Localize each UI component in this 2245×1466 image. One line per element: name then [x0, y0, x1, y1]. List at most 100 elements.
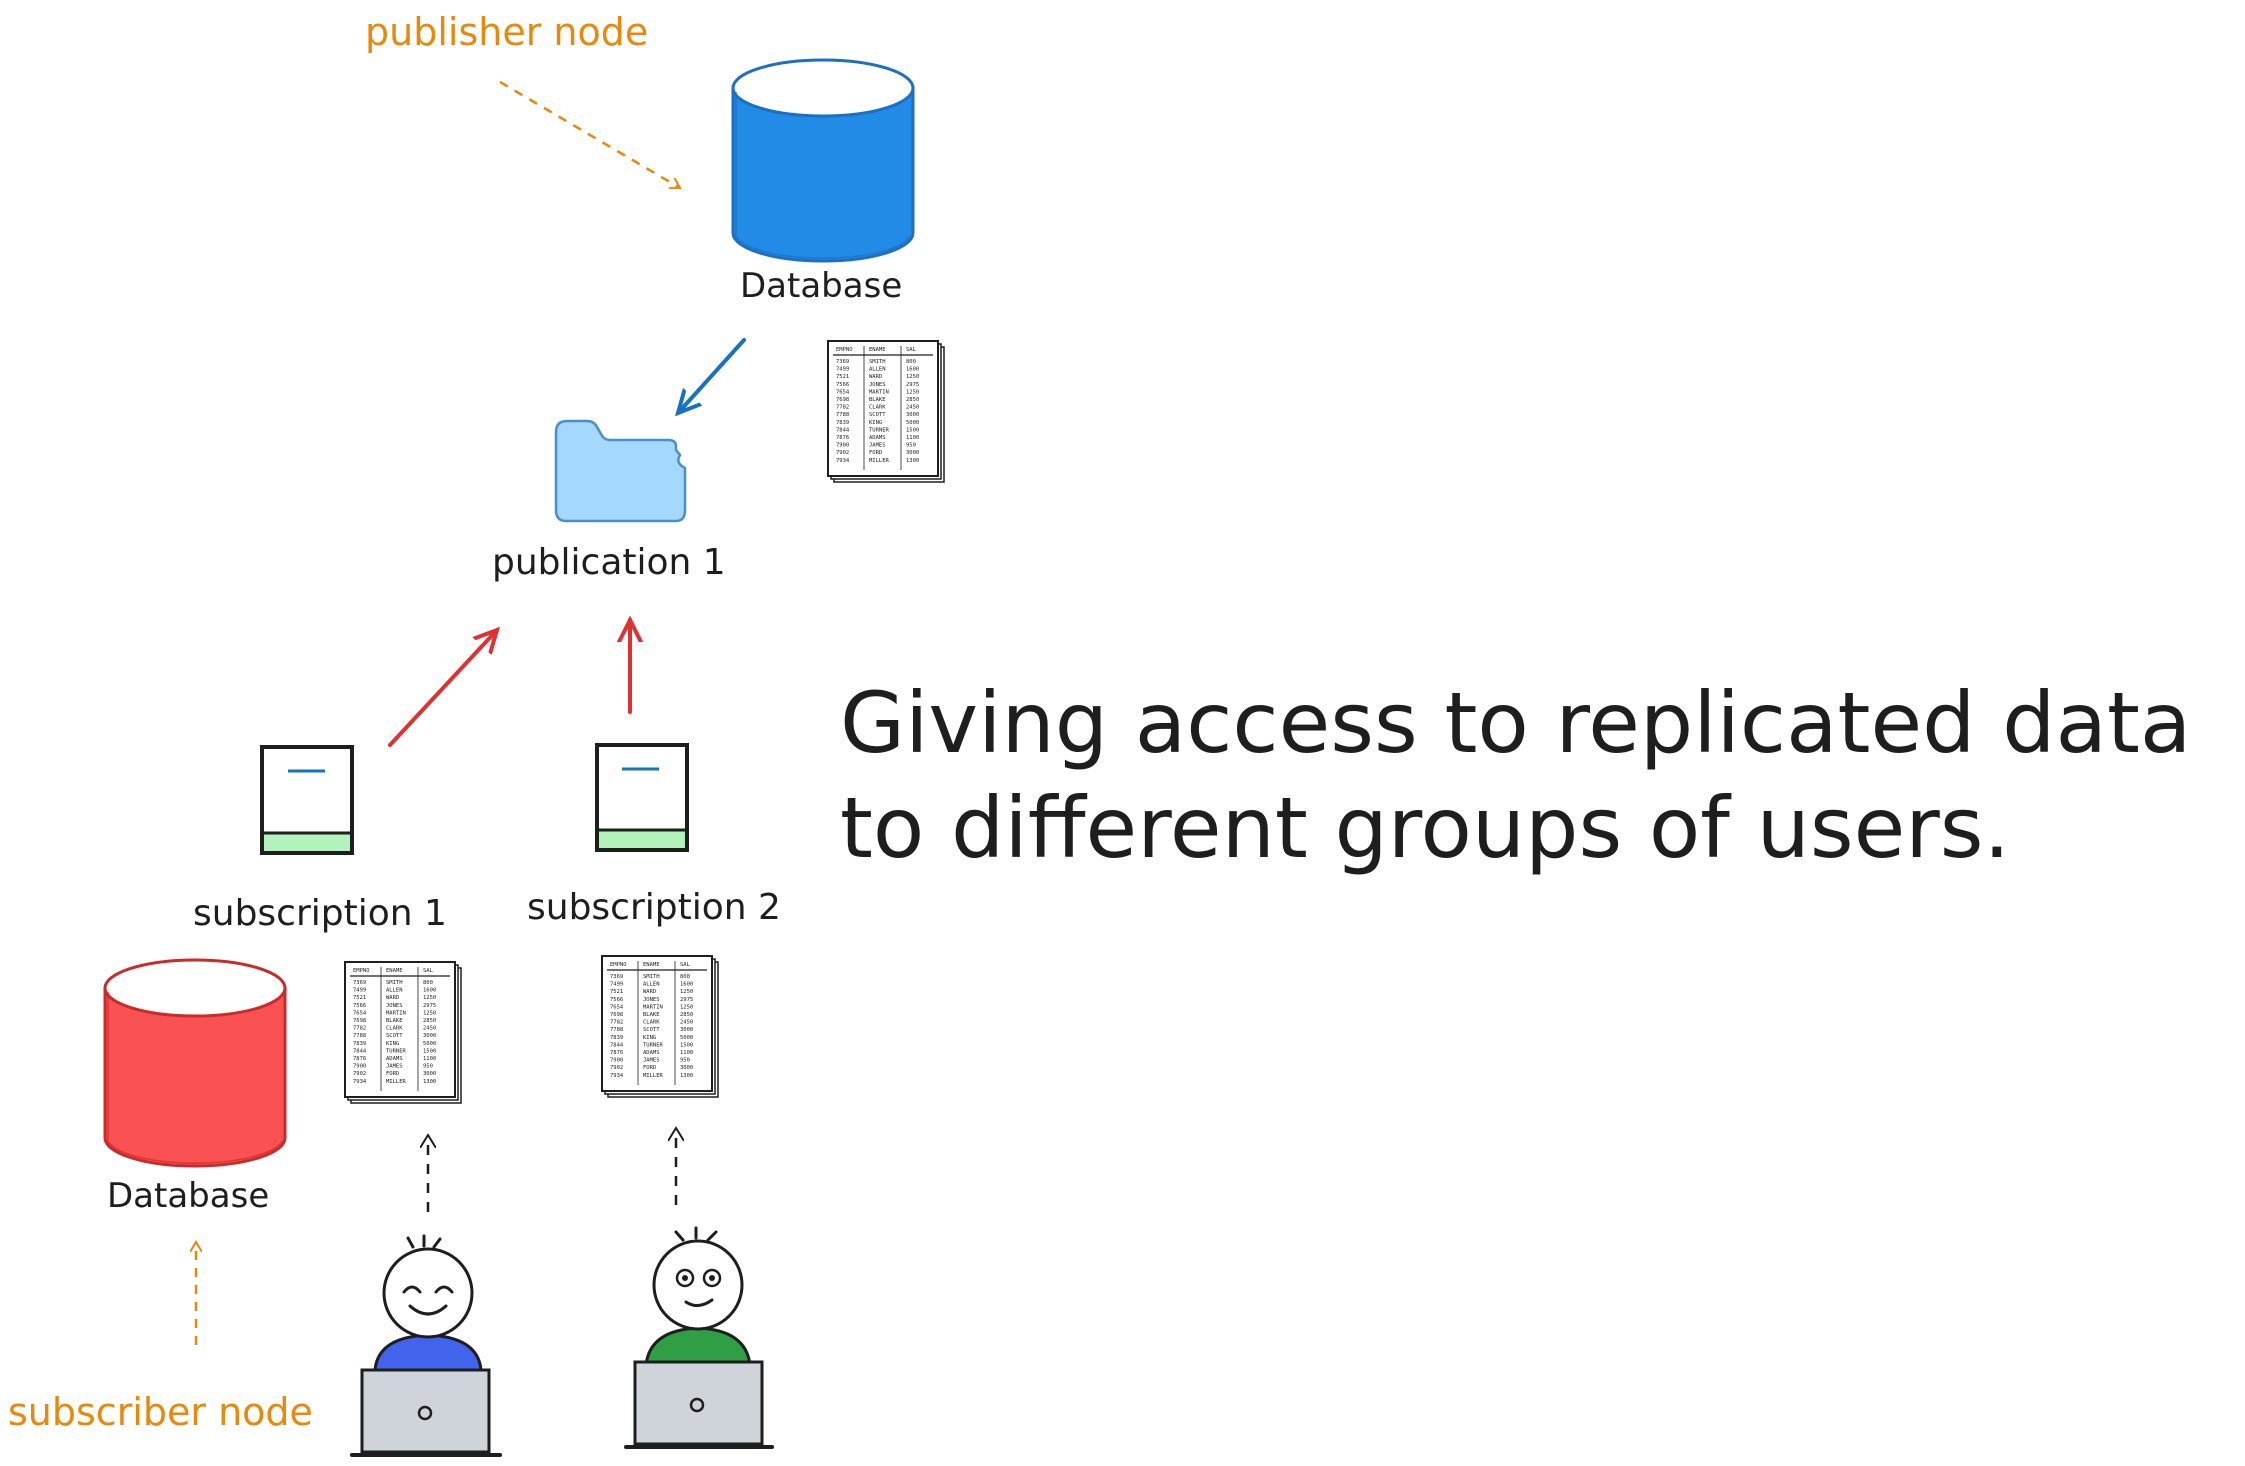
table-cell: TURNER: [643, 1042, 664, 1048]
table-cell: MARTIN: [386, 1010, 406, 1016]
publisher-database-label: Database: [740, 266, 902, 306]
table-cell: FORD: [386, 1071, 399, 1077]
table-cell: 7521: [353, 995, 366, 1001]
subscriber-database-label: Database: [107, 1176, 269, 1216]
table-cell: 7839: [836, 420, 849, 426]
table-cell: 1100: [423, 1056, 436, 1062]
headline-line-2: to different groups of users.: [840, 779, 2010, 877]
table-cell: BLAKE: [386, 1018, 403, 1024]
table-cell: ADAMS: [386, 1056, 403, 1062]
table-cell: CLARK: [869, 405, 886, 411]
table-cell: 5000: [680, 1035, 693, 1041]
publisher-note-arrow: [499, 80, 680, 188]
table-cell: MILLER: [386, 1079, 407, 1085]
table-header-cell: SAL: [906, 347, 917, 353]
table-cell: 7369: [836, 359, 849, 365]
table-cell: 7934: [353, 1079, 367, 1085]
table-cell: 7839: [610, 1035, 623, 1041]
table-cell: 7566: [610, 997, 623, 1003]
table-cell: 7521: [610, 989, 623, 995]
table-cell: 3000: [680, 1027, 693, 1033]
table-cell: 7900: [353, 1064, 366, 1070]
publisher-database-icon: [731, 58, 915, 263]
table-cell: 7876: [353, 1056, 366, 1062]
subscriber-database-icon: [103, 958, 287, 1168]
table-cell: 5000: [423, 1041, 436, 1047]
subscription-1-label: subscription 1: [193, 893, 447, 934]
table-cell: MARTIN: [643, 1004, 663, 1010]
table-cell: 7499: [353, 988, 366, 994]
table-cell: 1250: [423, 995, 436, 1001]
table-cell: FORD: [869, 450, 882, 456]
table-cell: 7876: [610, 1050, 623, 1056]
table-cell: 1250: [906, 374, 919, 380]
table-header-cell: ENAME: [869, 347, 886, 353]
table-cell: 1600: [906, 367, 919, 373]
table-cell: ALLEN: [643, 982, 660, 988]
table-cell: 3000: [906, 412, 919, 418]
table-cell: 7844: [610, 1042, 624, 1048]
table-cell: 7654: [610, 1004, 624, 1010]
table-cell: 2975: [906, 382, 919, 388]
table-cell: 7788: [353, 1033, 366, 1039]
table-cell: ALLEN: [386, 988, 403, 994]
subscription-1-icon: [260, 745, 354, 855]
table-cell: 7698: [836, 397, 849, 403]
table-cell: KING: [869, 420, 882, 426]
table-cell: 2850: [680, 1012, 693, 1018]
table-cell: 1100: [906, 435, 919, 441]
table-cell: 1300: [906, 458, 919, 464]
table-cell: 3000: [423, 1033, 436, 1039]
table-cell: MILLER: [643, 1073, 664, 1079]
table-cell: 7698: [353, 1018, 366, 1024]
user-2-avatar: [644, 1226, 752, 1367]
table-cell: 7369: [353, 980, 366, 986]
table-cell: 7902: [610, 1065, 623, 1071]
table-cell: ALLEN: [869, 367, 886, 373]
table-cell: 7499: [836, 367, 849, 373]
table-cell: JONES: [869, 382, 886, 388]
headline-line-1: Giving access to replicated data: [840, 674, 2191, 772]
table-cell: MILLER: [869, 458, 890, 464]
table-cell: 7369: [610, 974, 623, 980]
table-cell: 7902: [353, 1071, 366, 1077]
table-cell: 950: [423, 1064, 433, 1070]
subscription-2-icon: [595, 743, 689, 852]
table-cell: 3000: [680, 1065, 693, 1071]
table-cell: 7788: [610, 1027, 623, 1033]
table-cell: SCOTT: [643, 1027, 660, 1033]
table-cell: 1500: [423, 1048, 436, 1054]
subscription-2-label: subscription 2: [527, 887, 781, 928]
table-header-cell: EMPNO: [353, 968, 370, 974]
table-cell: SMITH: [386, 980, 403, 986]
table-cell: 1300: [680, 1073, 693, 1079]
table-cell: 7839: [353, 1041, 366, 1047]
table-header-cell: SAL: [423, 968, 434, 974]
table-header-cell: EMPNO: [610, 962, 627, 968]
table-cell: BLAKE: [643, 1012, 660, 1018]
user-2-laptop-icon: [624, 1360, 774, 1449]
user-1-avatar: [373, 1234, 483, 1372]
publisher-node-note: publisher node: [365, 10, 648, 54]
table-cell: TURNER: [869, 427, 890, 433]
table-cell: WARD: [386, 995, 399, 1001]
table-cell: 3000: [423, 1071, 436, 1077]
table-cell: FORD: [643, 1065, 656, 1071]
table-cell: 7900: [610, 1058, 623, 1064]
table-cell: 1500: [680, 1042, 693, 1048]
subscribe-arrow-1: [388, 630, 497, 747]
table-cell: ADAMS: [643, 1050, 660, 1056]
table-cell: SMITH: [643, 974, 660, 980]
publication-folder-icon: [554, 419, 687, 523]
table-cell: 2450: [680, 1020, 693, 1026]
table-cell: 2450: [423, 1026, 436, 1032]
table-cell: 7566: [836, 382, 849, 388]
table-cell: 1500: [906, 427, 919, 433]
table-cell: JONES: [386, 1003, 403, 1009]
table-cell: MARTIN: [869, 389, 889, 395]
table-cell: 950: [680, 1058, 690, 1064]
table-cell: 7521: [836, 374, 849, 380]
table-cell: SMITH: [869, 359, 886, 365]
